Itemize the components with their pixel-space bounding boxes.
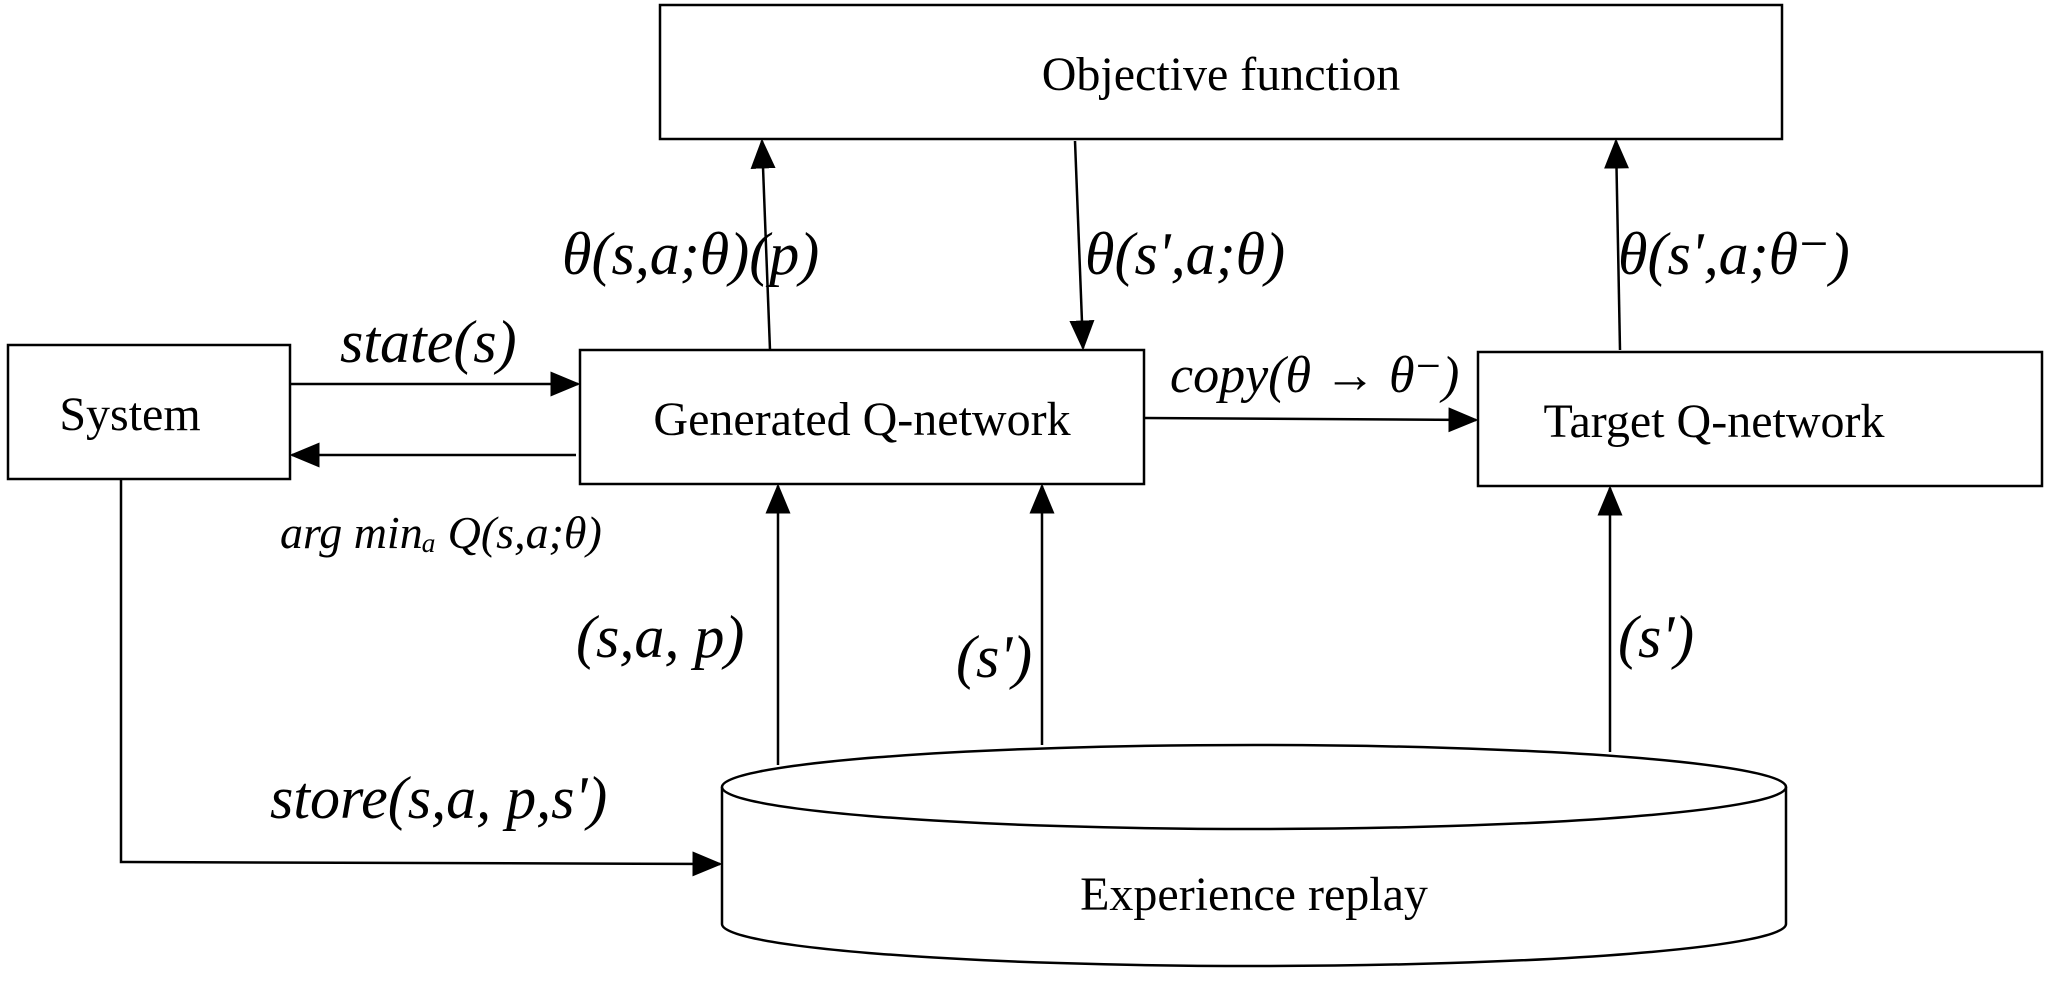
system-box [6,343,292,481]
label-replay-to-gen-left: (s,a, p) [576,604,744,670]
label-system-to-gen: state(s) [340,309,517,375]
target-q-network-box [1476,350,2044,488]
objective-function-label: Objective function [1042,48,1401,101]
generated-q-network-label: Generated Q-network [653,393,1070,446]
arrow-target-to-objective [1604,138,1630,351]
label-replay-to-gen-right: (s') [956,624,1032,690]
arrow-generated-to-target [1143,407,1479,433]
experience-replay-label: Experience replay [1080,868,1428,921]
arrow-objective-to-generated [1069,140,1095,351]
target-q-network-label: Target Q-network [1544,395,1885,448]
arrow-system-to-replay [119,479,723,877]
objective-function-box [658,3,1784,141]
label-obj-to-gen: θ(s',a;θ) [1085,221,1285,287]
label-replay-to-target: (s') [1618,604,1694,670]
arrow-generated-to-objective [750,138,776,351]
label-gen-to-obj: θ(s,a;θ)(p) [562,221,819,287]
label-gen-to-target: copy(θ → θ⁻) [1170,347,1459,404]
label-gen-to-system: arg minₐ Q(s,a;θ) [280,507,602,558]
label-target-to-obj: θ(s',a;θ⁻) [1618,221,1850,287]
label-system-to-replay: store(s,a, p,s') [270,765,607,831]
generated-q-network-box [578,348,1146,486]
experience-replay-cylinder [720,743,1788,968]
system-label: System [59,388,200,441]
